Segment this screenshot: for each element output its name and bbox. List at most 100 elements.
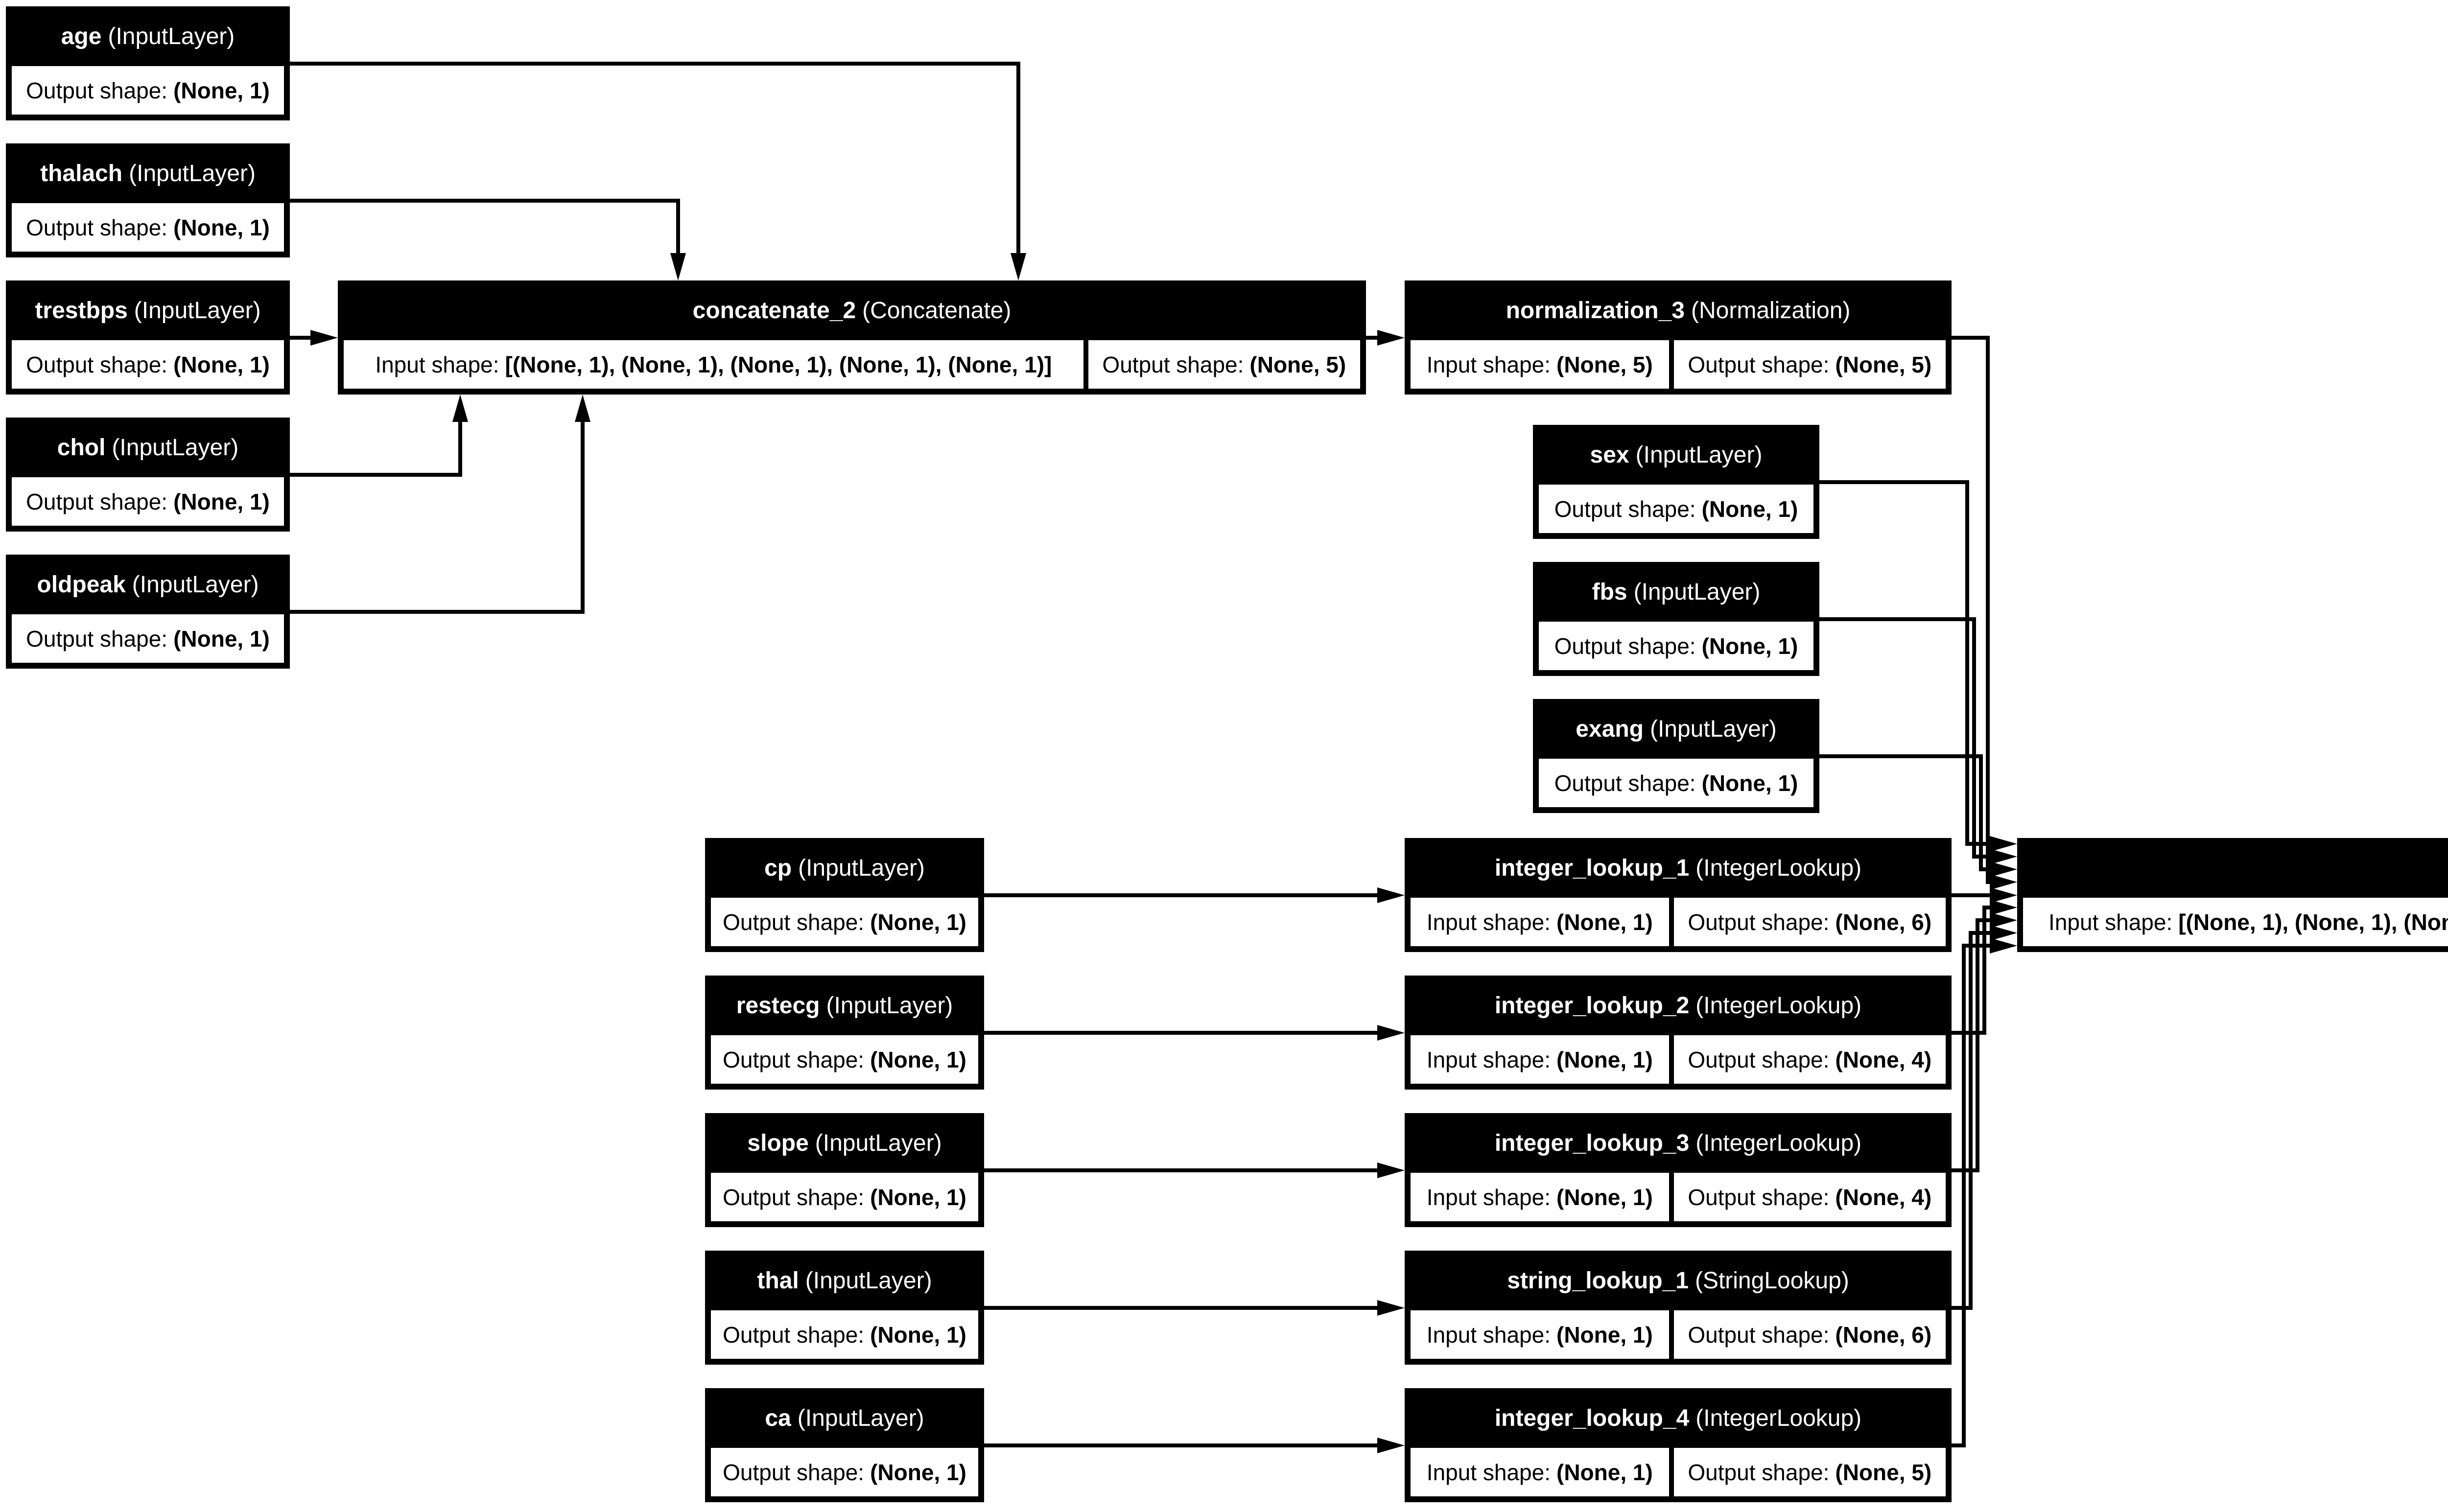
layer-name: string_lookup_1	[1507, 1267, 1689, 1294]
layer-type: (InputLayer)	[805, 1267, 932, 1294]
layer-body: Output shape:(None, 1)	[1539, 485, 1813, 533]
layer-type: (IntegerLookup)	[1695, 1405, 1862, 1431]
input-shape-label: Input shape:	[375, 351, 499, 377]
output-shape-value: (None, 4)	[1835, 1184, 1932, 1210]
output-shape-value: (None, 1)	[870, 1047, 966, 1072]
layer-header: exang(InputLayer)	[1533, 699, 1819, 759]
output-shape-label: Output shape:	[1688, 351, 1830, 377]
output-shape-label: Output shape:	[1688, 1322, 1830, 1348]
layer-name: age	[61, 23, 102, 49]
input-shape-cell: Input shape:[(None, 1), (None, 1), (None…	[344, 340, 1083, 389]
layer-type: (InputLayer)	[129, 160, 256, 186]
output-shape-label: Output shape:	[1688, 909, 1830, 935]
layer-body: Input shape:(None, 1) Output shape:(None…	[1411, 898, 1946, 946]
layer-header: integer_lookup_3(IntegerLookup)	[1405, 1113, 1952, 1173]
input-shape-value: (None, 5)	[1556, 351, 1653, 377]
output-shape-cell: Output shape:(None, 4)	[1673, 1173, 1946, 1221]
edge-thalach-to-concatenate_2	[290, 199, 686, 280]
input-shape-label: Input shape:	[2048, 909, 2173, 935]
layer-name: sex	[1590, 442, 1629, 468]
layer-header: sex(InputLayer)	[1533, 425, 1819, 485]
output-shape-label: Output shape:	[26, 77, 168, 103]
layer-type: (Concatenate)	[862, 297, 1012, 324]
output-shape-cell: Output shape:(None, 1)	[711, 1448, 978, 1496]
layer-header: chol(InputLayer)	[6, 418, 290, 477]
layer-body: Output shape:(None, 1)	[12, 340, 284, 389]
output-shape-label: Output shape:	[26, 488, 168, 514]
output-shape-label: Output shape:	[723, 1459, 865, 1485]
layer-type: (StringLookup)	[1695, 1267, 1849, 1294]
output-shape-label: Output shape:	[26, 214, 168, 240]
layer-node-chol: chol(InputLayer) Output shape:(None, 1)	[6, 418, 290, 532]
layer-body: Output shape:(None, 1)	[1539, 622, 1813, 670]
input-shape-value: (None, 1)	[1556, 1047, 1653, 1072]
layer-node-concatenate_3: concatenate_3(Concatenate) Input shape:[…	[2017, 838, 2448, 952]
layer-type: (IntegerLookup)	[1695, 992, 1862, 1019]
layer-body: Input shape:[(None, 1), (None, 1), (None…	[344, 340, 1360, 389]
layer-type: (InputLayer)	[134, 297, 261, 324]
layer-header: concatenate_2(Concatenate)	[338, 280, 1366, 340]
layer-type: (IntegerLookup)	[1695, 855, 1862, 881]
input-shape-label: Input shape:	[1426, 1459, 1551, 1485]
layer-name: oldpeak	[37, 571, 126, 598]
input-shape-cell: Input shape:(None, 1)	[1411, 1035, 1669, 1084]
output-shape-label: Output shape:	[1688, 1459, 1830, 1485]
output-shape-value: (None, 1)	[173, 214, 270, 240]
layer-body: Output shape:(None, 1)	[711, 1035, 978, 1084]
layer-header: oldpeak(InputLayer)	[6, 555, 290, 614]
output-shape-value: (None, 6)	[1835, 1322, 1932, 1348]
layer-node-trestbps: trestbps(InputLayer) Output shape:(None,…	[6, 280, 290, 395]
output-shape-cell: Output shape:(None, 1)	[711, 1035, 978, 1084]
layer-node-exang: exang(InputLayer) Output shape:(None, 1)	[1533, 699, 1819, 813]
layer-type: (InputLayer)	[797, 1405, 924, 1431]
layer-body: Output shape:(None, 1)	[12, 66, 284, 115]
layer-name: integer_lookup_3	[1494, 1130, 1690, 1156]
output-shape-value: (None, 1)	[870, 909, 966, 935]
layer-type: (InputLayer)	[815, 1130, 942, 1156]
output-shape-value: (None, 1)	[173, 626, 270, 651]
layer-type: (InputLayer)	[108, 23, 235, 49]
layer-type: (InputLayer)	[1633, 579, 1761, 605]
layer-node-restecg: restecg(InputLayer) Output shape:(None, …	[705, 976, 984, 1090]
layer-header: ca(InputLayer)	[705, 1388, 984, 1448]
layer-header: slope(InputLayer)	[705, 1113, 984, 1173]
input-shape-label: Input shape:	[1426, 1184, 1551, 1210]
output-shape-label: Output shape:	[26, 351, 168, 377]
layer-header: cp(InputLayer)	[705, 838, 984, 898]
output-shape-cell: Output shape:(None, 5)	[1673, 1448, 1946, 1496]
layer-node-integer_lookup_4: integer_lookup_4(IntegerLookup) Input sh…	[1405, 1388, 1952, 1502]
input-shape-cell: Input shape:(None, 1)	[1411, 1173, 1669, 1221]
layer-node-string_lookup_1: string_lookup_1(StringLookup) Input shap…	[1405, 1251, 1952, 1365]
output-shape-cell: Output shape:(None, 1)	[12, 203, 284, 252]
layer-node-age: age(InputLayer) Output shape:(None, 1)	[6, 6, 290, 120]
layer-body: Output shape:(None, 1)	[12, 614, 284, 663]
layer-name: integer_lookup_2	[1494, 992, 1690, 1019]
layer-header: age(InputLayer)	[6, 6, 290, 66]
output-shape-cell: Output shape:(None, 6)	[1673, 1310, 1946, 1359]
output-shape-cell: Output shape:(None, 1)	[12, 614, 284, 663]
layer-name: restecg	[736, 992, 820, 1019]
layer-header: fbs(InputLayer)	[1533, 562, 1819, 622]
input-shape-cell: Input shape:(None, 1)	[1411, 898, 1669, 946]
layer-node-oldpeak: oldpeak(InputLayer) Output shape:(None, …	[6, 555, 290, 669]
layer-header: restecg(InputLayer)	[705, 976, 984, 1035]
output-shape-value: (None, 1)	[1701, 496, 1798, 522]
output-shape-cell: Output shape:(None, 1)	[711, 1173, 978, 1221]
input-shape-value: (None, 1)	[1556, 1322, 1653, 1348]
layer-node-slope: slope(InputLayer) Output shape:(None, 1)	[705, 1113, 984, 1227]
layer-header: thal(InputLayer)	[705, 1251, 984, 1310]
output-shape-value: (None, 5)	[1835, 1459, 1932, 1485]
layer-node-cp: cp(InputLayer) Output shape:(None, 1)	[705, 838, 984, 952]
layer-type: (Normalization)	[1691, 297, 1851, 324]
output-shape-label: Output shape:	[1688, 1184, 1830, 1210]
output-shape-label: Output shape:	[723, 909, 865, 935]
output-shape-value: (None, 5)	[1249, 351, 1346, 377]
layer-node-thalach: thalach(InputLayer) Output shape:(None, …	[6, 143, 290, 257]
layer-name: cp	[764, 855, 792, 881]
edge-string_lookup_1-to-concatenate_3	[1952, 925, 2017, 1310]
output-shape-label: Output shape:	[1554, 496, 1696, 522]
input-shape-cell: Input shape:[(None, 1), (None, 1), (None…	[2023, 898, 2448, 946]
output-shape-cell: Output shape:(None, 1)	[12, 340, 284, 389]
layer-name: ca	[765, 1405, 791, 1431]
